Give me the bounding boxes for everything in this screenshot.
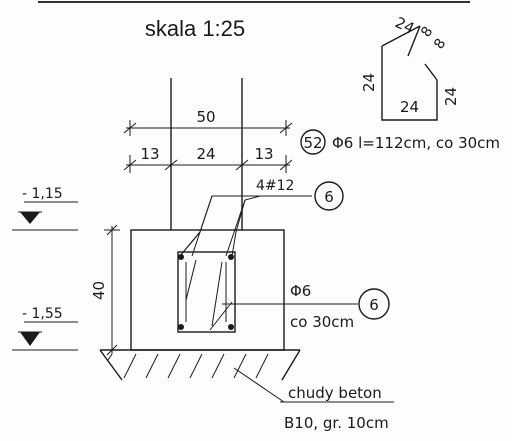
dim-width-total-label: 50 [196, 108, 215, 126]
bars-tag: 6 [324, 188, 334, 206]
level-2-label: - 1,55 [22, 306, 63, 322]
level-marker-2: - 1,55 [12, 306, 78, 351]
rebar-52-tag-circle [300, 129, 326, 155]
rebar-52-tag: 52 [303, 134, 322, 152]
stirrup-dim-hook-2: 8 [431, 36, 449, 52]
level-1-label: - 1,15 [22, 186, 63, 202]
dim-segment-left: 13 [140, 145, 159, 163]
column-bars-label: 4#12 [256, 178, 294, 194]
dimension-segments: 13 24 13 [123, 145, 293, 173]
footing-stirrup-label-1: Φ6 [290, 282, 311, 300]
stirrup-hook-2 [424, 63, 438, 81]
dimension-footing-height: 40 [90, 224, 120, 356]
scale-title: skala 1:25 [145, 16, 245, 41]
base-leader [233, 367, 285, 403]
dimension-width-total: 50 [123, 108, 293, 136]
rebar-52-spec: Φ6 l=112cm, co 30cm [332, 134, 500, 152]
dim-segment-mid: 24 [196, 145, 215, 163]
column [170, 78, 243, 230]
column-bent-bars [179, 195, 261, 257]
footing-reinforcement-cage [177, 251, 236, 333]
stirrup-dim-left: 24 [360, 73, 378, 92]
footing-stirrup-tag: 6 [369, 296, 379, 314]
stirrup-hook-1 [407, 25, 421, 57]
base-label-2: B10, gr. 10cm [284, 414, 389, 432]
stirrup-top-edge [381, 25, 421, 47]
stirrup-shape-detail: 24 8 8 24 24 24 [360, 13, 460, 121]
stirrup-dim-top: 24 [392, 13, 417, 37]
lean-concrete-base [99, 349, 301, 381]
base-label-1: chudy beton [288, 384, 382, 402]
dim-footing-height-label: 40 [90, 281, 108, 300]
stirrup-dim-right: 24 [442, 87, 460, 106]
stirrup-dim-bottom: 24 [400, 98, 419, 116]
stirrup-dim-hook-1: 8 [418, 24, 436, 40]
dim-segment-right: 13 [254, 145, 273, 163]
bars-tag-circle [314, 181, 344, 211]
footing-stirrup-label-2: co 30cm [290, 313, 354, 331]
level-marker-1: - 1,15 [12, 186, 78, 231]
footing-stirrup-tag-circle [358, 288, 390, 320]
stirrup-outline [381, 46, 438, 121]
